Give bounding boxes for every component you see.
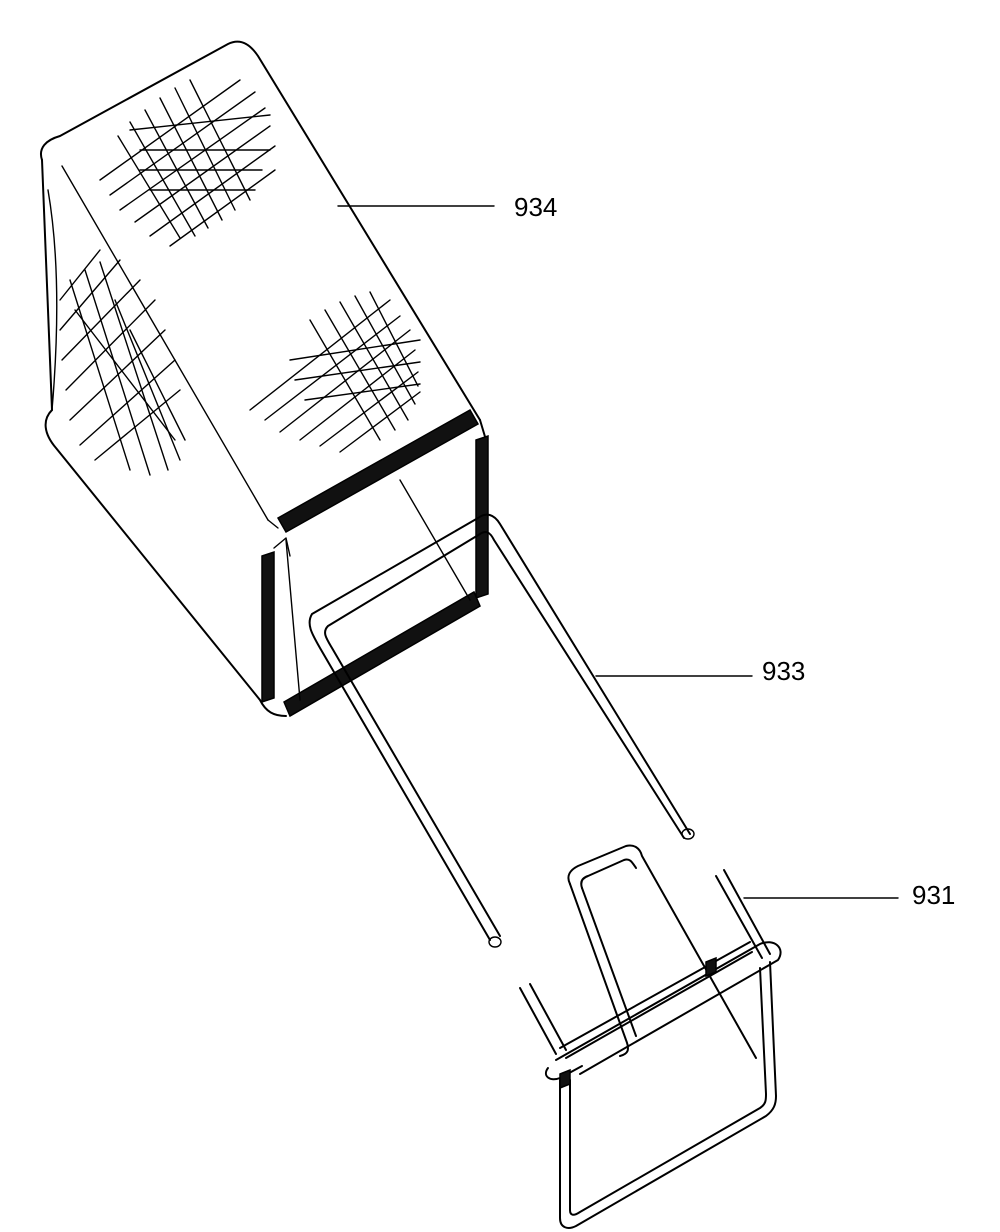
mesh-pattern-mid xyxy=(249,291,421,453)
part-931-bag-frame xyxy=(519,844,899,1229)
frame-strip-bottom xyxy=(283,590,481,718)
callout-931: 931 xyxy=(912,880,955,910)
part-934-grass-bag xyxy=(40,40,495,718)
part-933-handle-rod xyxy=(308,513,753,948)
mesh-pattern-side xyxy=(59,249,186,476)
callout-933: 933 xyxy=(762,656,805,686)
mesh-pattern-top xyxy=(99,79,276,247)
frame-strip-top xyxy=(276,408,480,534)
frame-strip-right xyxy=(475,434,489,600)
frame-strip-left xyxy=(261,550,275,704)
callout-934: 934 xyxy=(514,192,557,222)
